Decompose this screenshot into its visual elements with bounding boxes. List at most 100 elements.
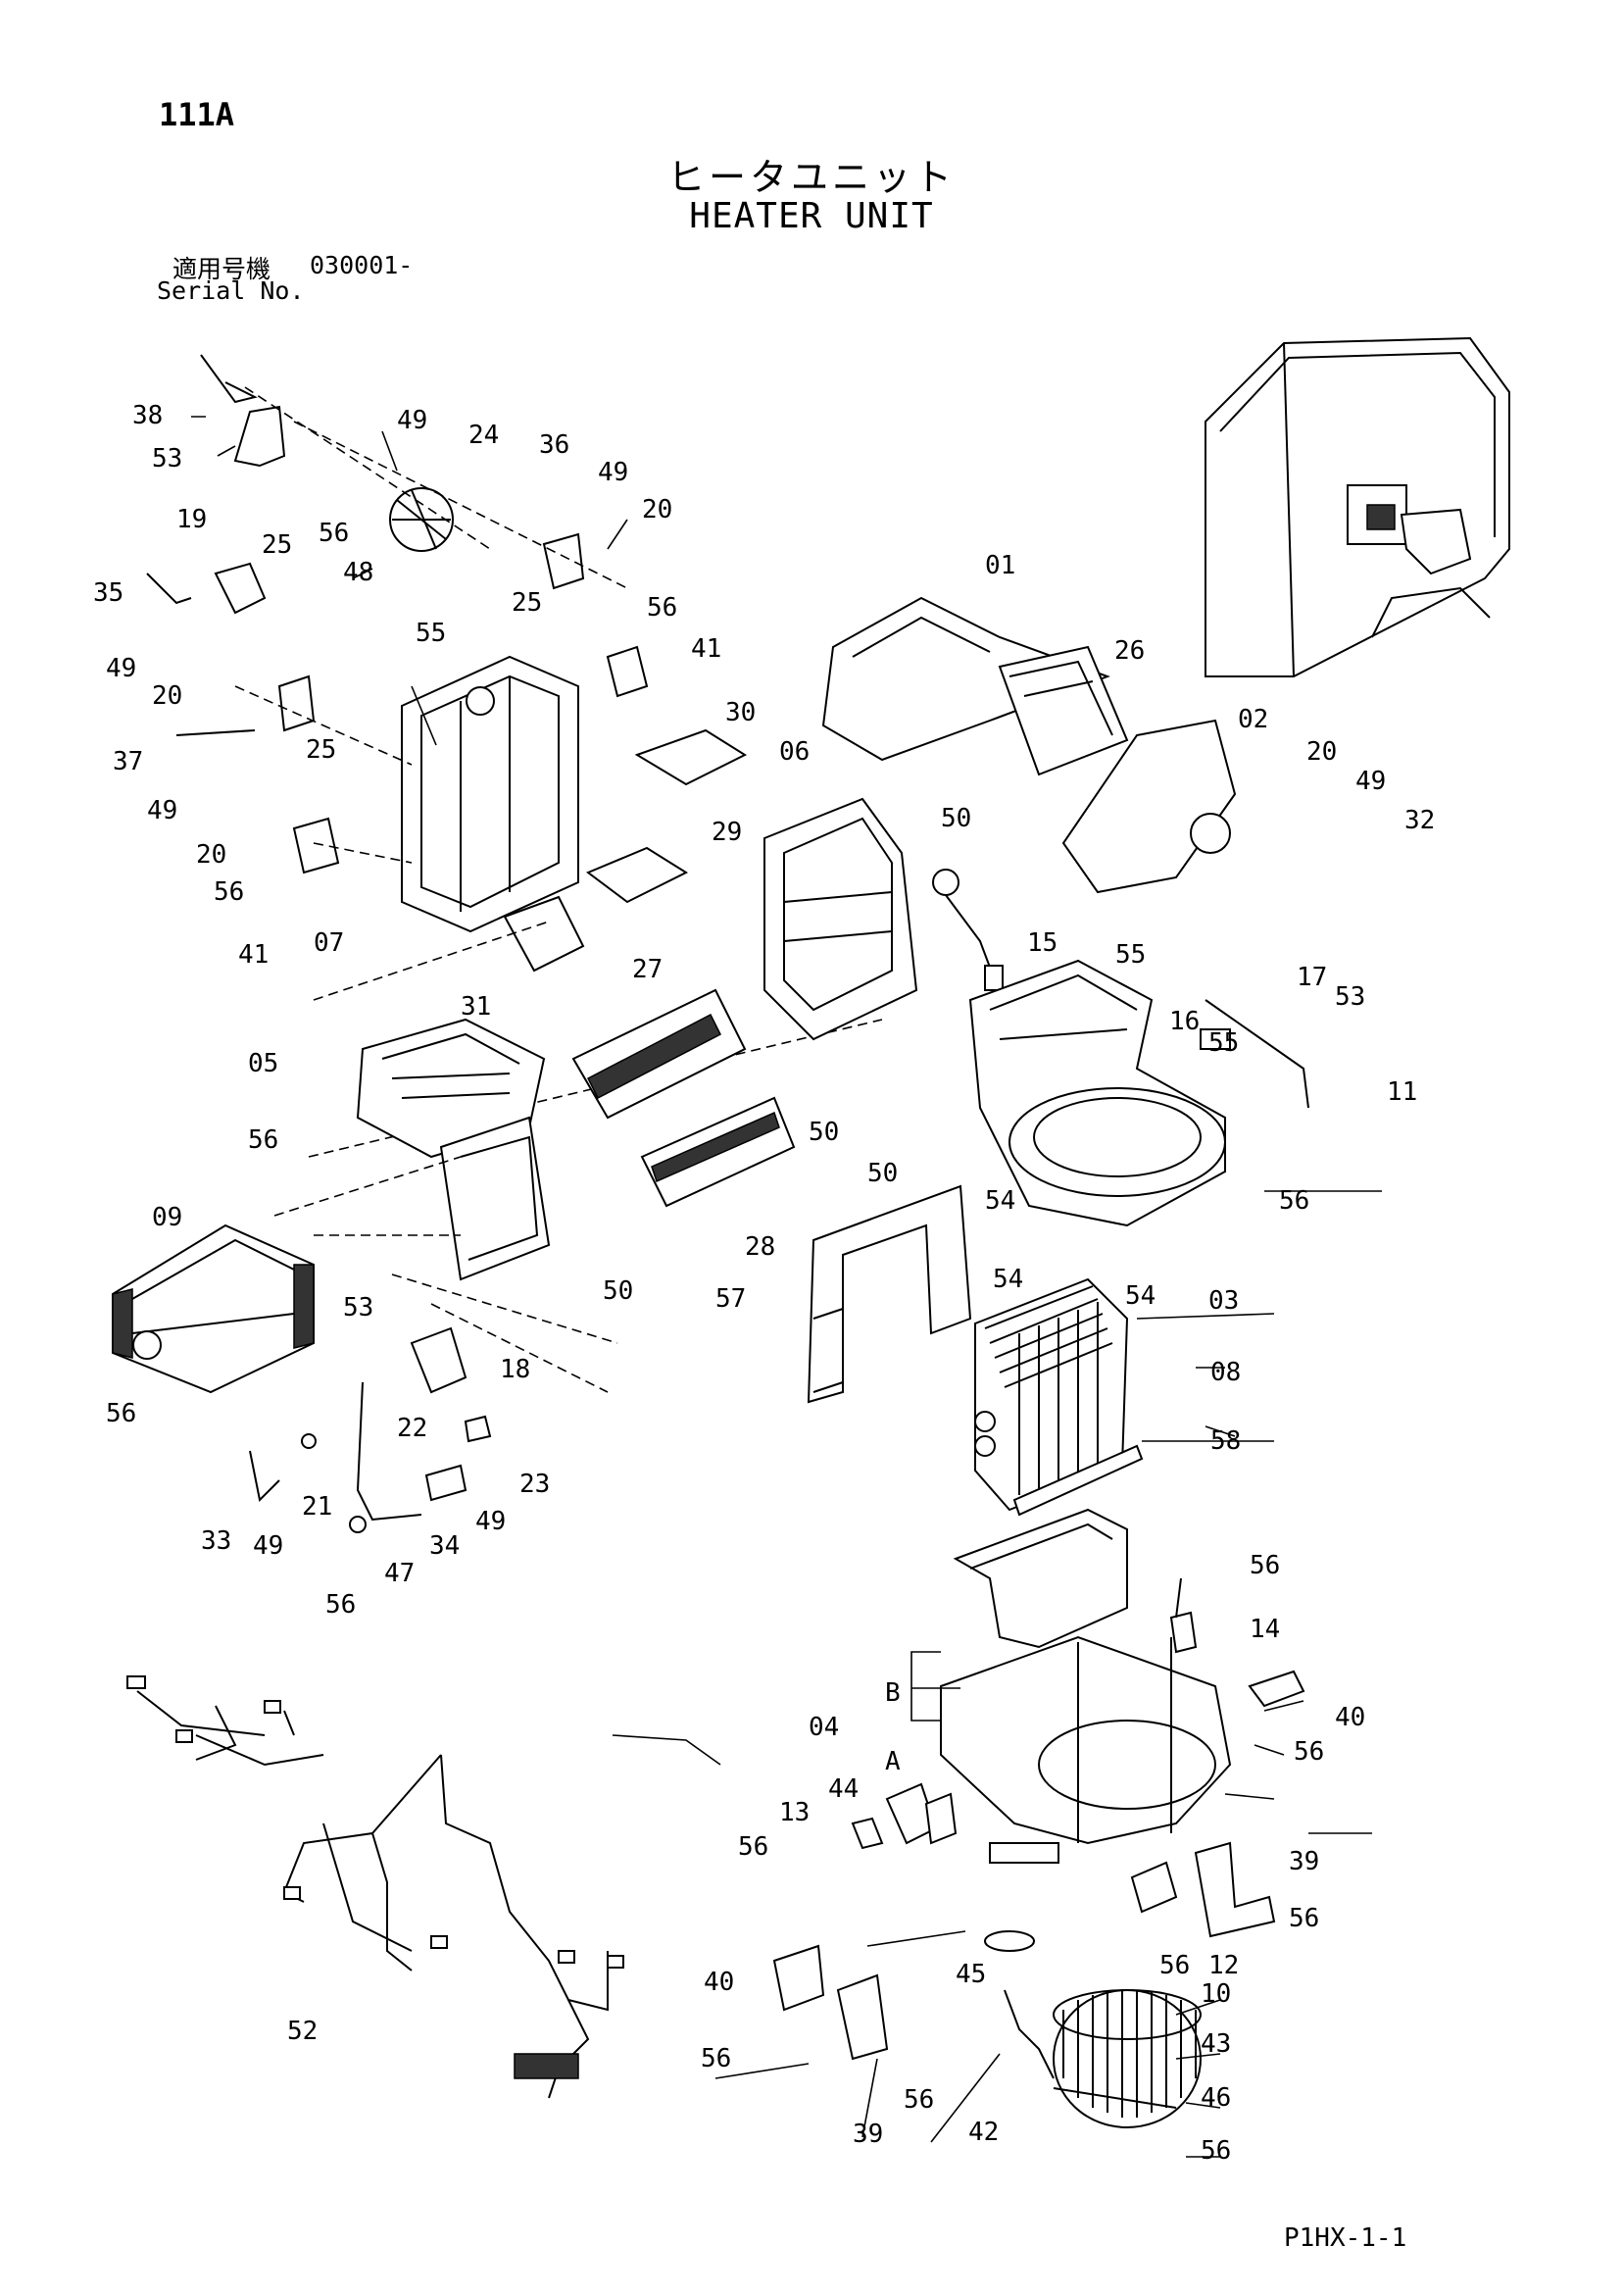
- callout-08: 08: [1210, 1358, 1241, 1387]
- callout-50: 50: [941, 804, 971, 833]
- callout-32: 32: [1404, 806, 1435, 835]
- callout-49g: 49: [1355, 767, 1386, 796]
- callout-07: 07: [314, 928, 344, 958]
- callout-56k: 56: [1289, 1904, 1319, 1933]
- callout-25: 25: [262, 530, 292, 560]
- callout-labels: 38 53 19 49 24 36 49 20 56 48 25 35 25 4…: [93, 401, 1435, 2166]
- callout-49f: 49: [475, 1507, 506, 1536]
- callout-01: 01: [985, 551, 1015, 580]
- callout-20b: 20: [152, 681, 182, 711]
- callout-55c: 55: [1208, 1028, 1239, 1058]
- page-code: P1HX-1-1: [1284, 2223, 1407, 2253]
- brackets-lower: [772, 1577, 1305, 2061]
- callout-57: 57: [715, 1284, 746, 1314]
- callout-25c: 25: [306, 735, 336, 765]
- callout-56b: 56: [647, 593, 677, 623]
- callout-40b: 40: [704, 1968, 734, 1997]
- callout-56l: 56: [1159, 1951, 1190, 1980]
- callout-54c: 54: [1125, 1281, 1156, 1311]
- callout-22: 22: [397, 1414, 427, 1443]
- upper-duct-assembly: [571, 596, 1237, 1208]
- callout-13: 13: [779, 1798, 810, 1827]
- callout-50c: 50: [867, 1159, 898, 1188]
- callout-30: 30: [725, 698, 756, 727]
- callout-branch-b: B: [885, 1678, 901, 1708]
- callout-16: 16: [1169, 1007, 1200, 1036]
- callout-56g: 56: [1279, 1186, 1309, 1216]
- callout-11: 11: [1387, 1077, 1417, 1107]
- callout-54: 54: [985, 1186, 1015, 1216]
- callout-53b: 53: [343, 1293, 373, 1323]
- blower-case-upper: [968, 959, 1309, 1227]
- heater-core-icon: [112, 1223, 315, 1394]
- callout-41: 41: [691, 634, 721, 664]
- serial-label-english: Serial No.: [157, 276, 305, 305]
- callout-28: 28: [745, 1232, 775, 1262]
- callout-26: 26: [1114, 636, 1145, 666]
- callout-47: 47: [384, 1559, 415, 1588]
- page-number: 111A: [159, 96, 235, 133]
- callout-53c: 53: [1335, 982, 1365, 1012]
- callout-leader-lines: [191, 416, 1382, 2158]
- cab-locator-icon: [1205, 336, 1510, 677]
- callout-56d: 56: [248, 1125, 278, 1155]
- callout-39: 39: [1289, 1847, 1319, 1876]
- callout-56n: 56: [904, 2085, 934, 2115]
- callout-56m: 56: [1201, 2136, 1231, 2166]
- callout-31: 31: [461, 992, 491, 1022]
- callout-49e: 49: [253, 1531, 283, 1561]
- callout-35: 35: [93, 578, 123, 608]
- callout-52: 52: [287, 2017, 318, 2046]
- harness-icon: [126, 1675, 624, 2099]
- callout-14: 14: [1250, 1615, 1280, 1644]
- callout-17: 17: [1297, 963, 1327, 992]
- callout-36: 36: [539, 430, 569, 460]
- serial-label-japanese: 適用号機: [172, 255, 271, 283]
- callout-56o: 56: [701, 2044, 731, 2073]
- callout-54b: 54: [993, 1265, 1023, 1294]
- blower-fan-icon: [1004, 1989, 1202, 2128]
- callout-21: 21: [302, 1492, 332, 1522]
- callout-03: 03: [1208, 1286, 1239, 1316]
- callout-55b: 55: [1115, 940, 1146, 970]
- callout-50d: 50: [603, 1276, 633, 1306]
- callout-20d: 20: [1306, 737, 1337, 767]
- callout-09: 09: [152, 1203, 182, 1232]
- callout-24: 24: [468, 421, 499, 450]
- callout-29: 29: [712, 818, 742, 847]
- callout-45: 45: [956, 1960, 986, 1989]
- callout-20c: 20: [196, 840, 226, 870]
- evaporator-icon: [974, 1277, 1144, 1517]
- title-english: HEATER UNIT: [689, 196, 934, 236]
- serial-value: 030001-: [310, 251, 414, 279]
- callout-53: 53: [152, 444, 182, 474]
- callout-34: 34: [429, 1531, 460, 1561]
- callout-18: 18: [500, 1355, 530, 1384]
- callout-50b: 50: [809, 1118, 839, 1147]
- callout-56f: 56: [325, 1590, 356, 1620]
- callout-42: 42: [968, 2118, 999, 2147]
- callout-48: 48: [343, 558, 373, 587]
- callout-49b: 49: [598, 458, 628, 487]
- callout-04: 04: [809, 1713, 839, 1742]
- callout-02: 02: [1238, 705, 1268, 734]
- callout-56e: 56: [106, 1399, 136, 1428]
- callout-44: 44: [828, 1774, 859, 1804]
- callout-43: 43: [1201, 2029, 1231, 2059]
- callout-56i: 56: [1294, 1737, 1324, 1767]
- callout-23: 23: [519, 1470, 550, 1499]
- callout-56c: 56: [214, 877, 244, 907]
- control-linkage-assembly: [146, 354, 883, 1158]
- callout-10: 10: [1201, 1979, 1231, 2009]
- bracket-57: [807, 1184, 972, 1404]
- callout-05: 05: [248, 1049, 278, 1078]
- callout-branch-a: A: [885, 1747, 901, 1776]
- callout-56: 56: [319, 519, 349, 548]
- callout-46: 46: [1201, 2083, 1231, 2113]
- door-actuator: [249, 1326, 492, 1533]
- callout-19: 19: [176, 505, 207, 534]
- callout-55: 55: [416, 619, 446, 648]
- callout-49c: 49: [106, 654, 136, 683]
- callout-40: 40: [1335, 1703, 1365, 1732]
